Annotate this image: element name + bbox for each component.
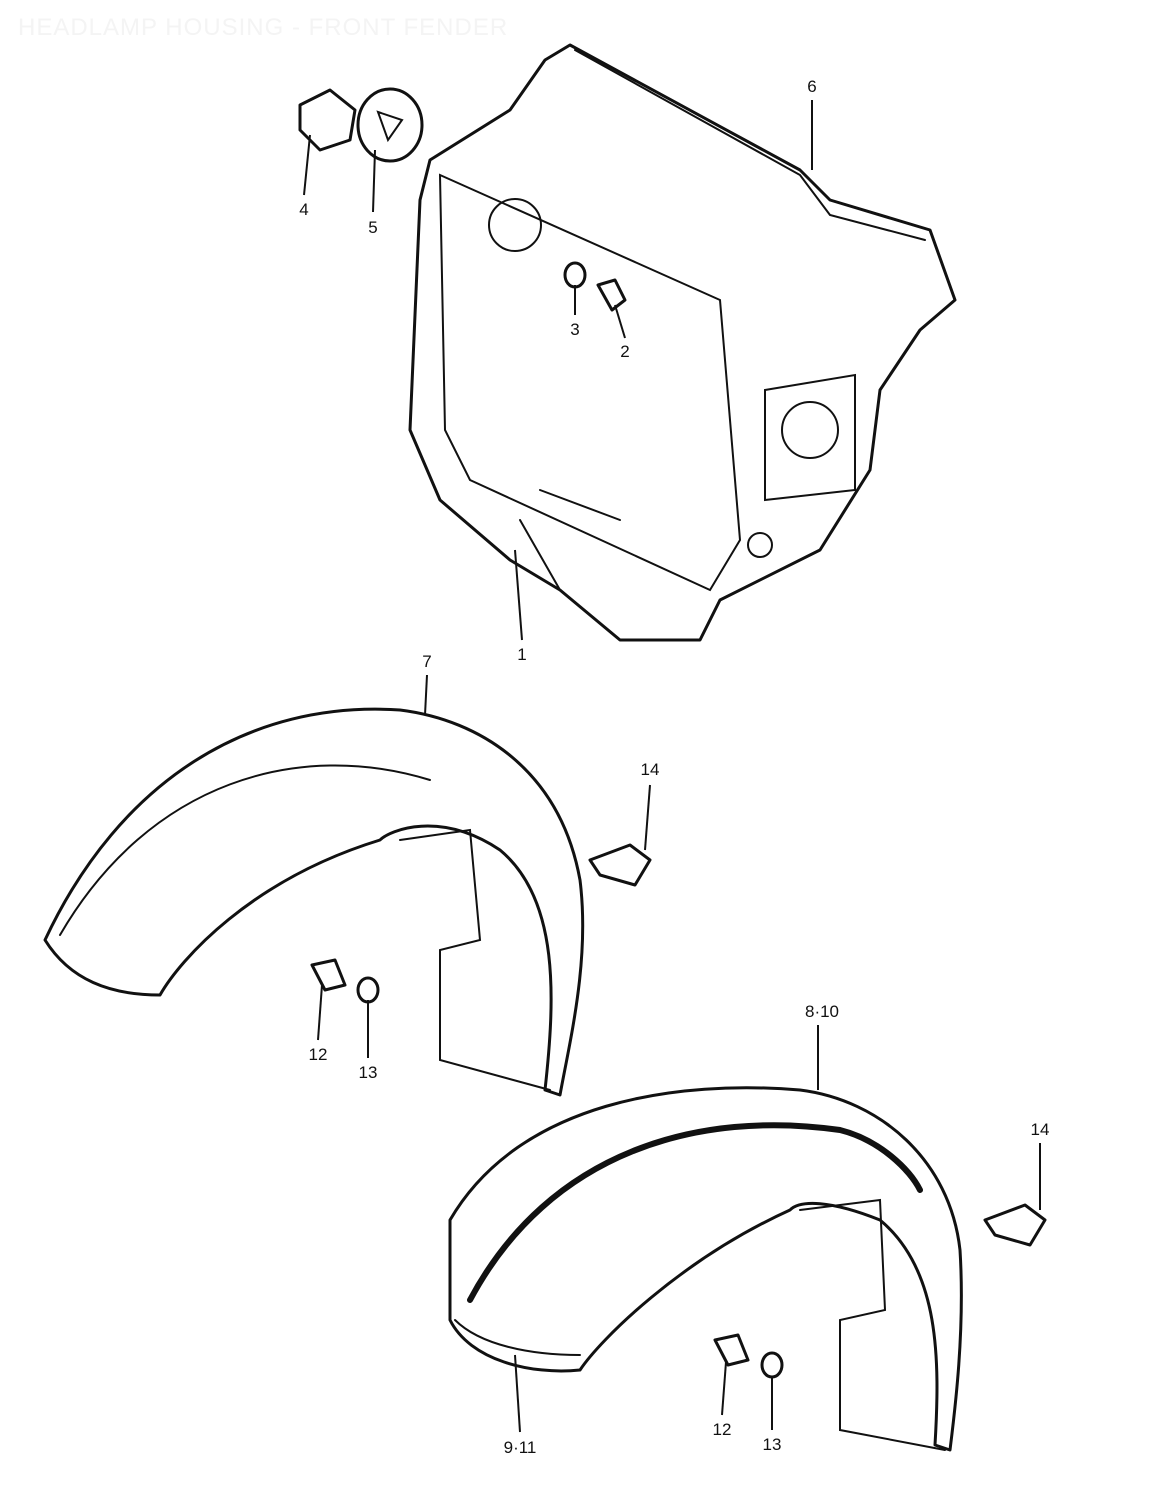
headlamp-housing — [408, 43, 957, 642]
diagram-title: HEADLAMP HOUSING - FRONT FENDER — [18, 14, 509, 41]
callout-4: 4 — [299, 200, 309, 219]
callout-14: 14 — [1030, 1120, 1050, 1139]
part-12-bolt — [713, 1333, 750, 1367]
part-2-bolt — [596, 278, 627, 312]
part-4-grommet — [298, 88, 357, 152]
callout-5: 5 — [368, 218, 378, 237]
leader-lines — [303, 100, 1041, 1433]
part-3-nut — [563, 261, 587, 289]
part-14-clip — [983, 1203, 1047, 1247]
callout-3: 3 — [570, 320, 580, 339]
callout-9-11: 9·11 — [503, 1438, 537, 1457]
front-fender-8-10 — [448, 1086, 963, 1452]
part-13-nut — [760, 1351, 784, 1379]
callout-13: 13 — [762, 1435, 782, 1454]
callout-14: 14 — [640, 760, 660, 779]
callout-12: 12 — [308, 1045, 328, 1064]
callout-12: 12 — [712, 1420, 732, 1439]
callout-8-10: 8·10 — [804, 1002, 840, 1021]
part-5-grommet — [356, 87, 424, 163]
part-13-nut — [356, 976, 380, 1004]
callout-6: 6 — [807, 77, 817, 96]
callout-2: 2 — [620, 342, 630, 361]
callout-1: 1 — [517, 645, 527, 664]
callout-7: 7 — [422, 652, 432, 671]
part-12-bolt — [310, 958, 347, 992]
callout-13: 13 — [358, 1063, 378, 1082]
part-14-clip — [588, 843, 652, 887]
front-fender-7 — [43, 707, 585, 1097]
